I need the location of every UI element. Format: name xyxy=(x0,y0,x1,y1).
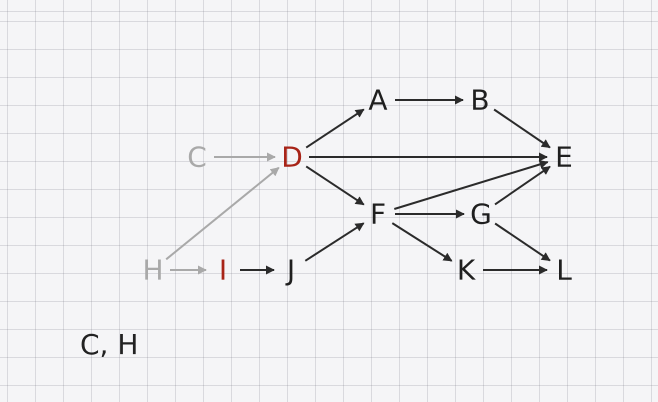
edge-j-f xyxy=(304,222,365,262)
node-f: F xyxy=(370,198,386,231)
caption-text: C, H xyxy=(80,328,139,361)
edge-d-a xyxy=(305,108,365,149)
node-b: B xyxy=(470,84,489,117)
node-l: L xyxy=(556,254,572,287)
edge-g-e xyxy=(494,165,551,206)
node-d: D xyxy=(281,141,303,174)
node-h: H xyxy=(142,254,163,287)
edge-b-e xyxy=(493,108,551,149)
node-a: A xyxy=(368,84,387,117)
edge-h-d xyxy=(165,166,280,261)
edge-f-k xyxy=(391,222,453,262)
node-k: K xyxy=(457,254,476,287)
edge-f-e xyxy=(394,160,549,210)
node-layer: A B C D E F G H I J K L xyxy=(142,84,572,287)
edge-d-f xyxy=(305,165,365,206)
node-j: J xyxy=(285,254,295,287)
edge-g-l xyxy=(494,222,551,262)
node-g: G xyxy=(470,198,492,231)
node-i: I xyxy=(219,254,227,287)
edge-layer xyxy=(165,95,551,275)
node-e: E xyxy=(555,141,573,174)
node-c: C xyxy=(187,141,207,174)
